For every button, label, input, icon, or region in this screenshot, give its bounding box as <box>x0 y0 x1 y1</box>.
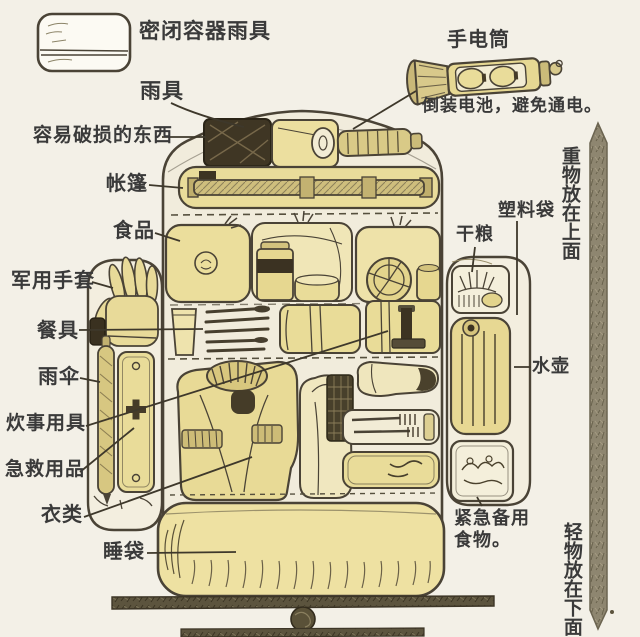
leader-food <box>154 232 181 242</box>
divider-dashed-2 <box>169 302 439 306</box>
leader-cooking <box>85 330 389 427</box>
emergency-food-drawing <box>449 439 515 503</box>
label-flashlight-note: 倒装电池，避免通电。 <box>422 96 602 115</box>
ground-frame <box>111 595 614 637</box>
leader-dry-rations <box>471 246 476 273</box>
divider-dashed-4 <box>169 492 439 496</box>
flashlight-drawing <box>406 57 563 106</box>
sweater-drawing <box>176 360 300 502</box>
left-side-pocket <box>86 256 164 532</box>
leader-clothing <box>83 456 253 518</box>
first-aid-kit-drawing <box>117 351 155 493</box>
label-emergency-food: 紧急备用食物。 <box>454 508 530 550</box>
label-food: 食品 <box>113 220 155 242</box>
food-sacks-drawing <box>164 210 442 304</box>
toiletry-kit-drawing <box>342 409 440 445</box>
right-side-pocket <box>445 255 532 507</box>
label-sealed-container: 密闭容器雨具 <box>139 20 271 43</box>
label-first-aid: 急救用品 <box>5 459 86 480</box>
leader-tent <box>148 184 184 189</box>
sealed-container-drawing <box>36 12 132 73</box>
label-umbrella: 雨伞 <box>38 366 80 388</box>
label-tableware: 餐具 <box>37 320 79 342</box>
leader-lines <box>78 90 531 554</box>
label-sleeping-bag: 睡袋 <box>103 541 145 563</box>
label-canteen: 水壶 <box>532 356 570 376</box>
leader-rain-gear <box>170 102 245 128</box>
stowed-flashlight-drawing <box>336 128 423 157</box>
leader-first-aid <box>79 427 135 473</box>
glove-drawing <box>94 256 159 347</box>
label-fragile-items: 容易破损的东西 <box>33 125 174 146</box>
label-military-gloves: 军用手套 <box>11 270 95 292</box>
leader-sleeping-bag <box>146 551 237 554</box>
flat-case-drawing <box>342 451 440 489</box>
label-tent: 帐篷 <box>106 173 148 195</box>
packing-order-arrow <box>589 121 608 631</box>
leader-gloves <box>91 281 114 289</box>
leader-flashlight <box>352 90 417 130</box>
dry-rations-drawing <box>451 265 510 314</box>
ball-drawing <box>290 606 316 632</box>
sock-drawing <box>356 360 440 397</box>
label-heavy-on-top: 重物放在上面 <box>558 146 580 260</box>
tent-roll-drawing <box>177 165 441 210</box>
label-dry-rations: 干粮 <box>456 224 494 244</box>
inner-box-drawing <box>271 119 339 168</box>
utensils-row-drawing <box>171 300 441 356</box>
label-light-on-bottom: 轻物放在下面 <box>560 522 582 636</box>
label-rain-gear: 雨具 <box>140 80 184 103</box>
label-plastic-bag: 塑料袋 <box>498 200 555 220</box>
leader-emergency-food <box>476 496 483 507</box>
leader-tableware <box>78 328 204 331</box>
divider-dashed-1 <box>170 212 439 216</box>
label-cooking-utensils: 炊事用具 <box>6 413 87 434</box>
label-clothing: 衣类 <box>41 504 83 526</box>
sleeping-bag-drawing <box>156 501 446 598</box>
label-flashlight: 手电筒 <box>447 29 510 51</box>
canteen-drawing <box>449 316 512 436</box>
small-pouch-drawing <box>89 317 106 346</box>
leader-umbrella <box>79 377 101 383</box>
